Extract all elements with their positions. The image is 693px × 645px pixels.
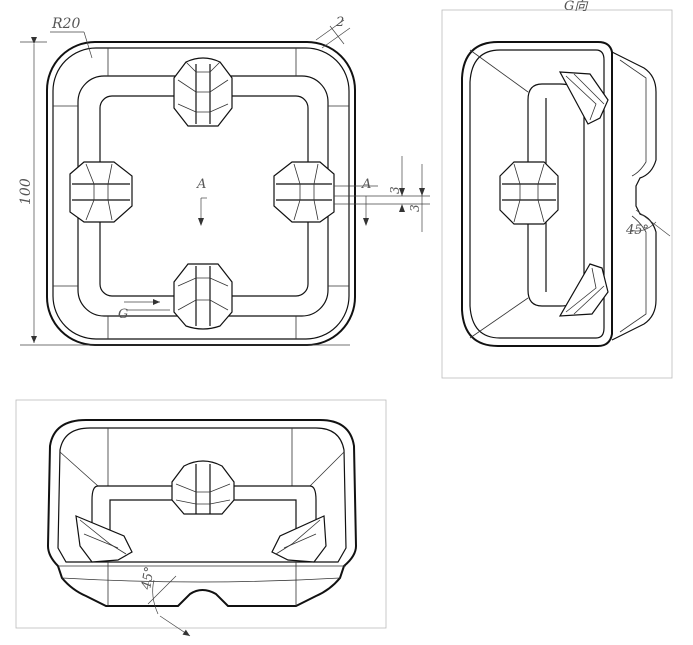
side-flange bbox=[611, 51, 657, 341]
front-body-outline bbox=[46, 419, 358, 607]
side-center-boss bbox=[499, 161, 559, 225]
side-view-frame bbox=[441, 9, 673, 379]
side-view: G向 bbox=[441, 0, 673, 379]
front-left-wing bbox=[75, 515, 133, 563]
side-view-title: G向 bbox=[564, 0, 588, 14]
radius-label: R20 bbox=[51, 16, 80, 32]
right-boss bbox=[273, 161, 335, 223]
height-label: 100 bbox=[18, 178, 34, 205]
view-arrow-label: G bbox=[118, 307, 128, 322]
left-boss bbox=[69, 161, 133, 223]
section-marker-right: A bbox=[361, 177, 371, 192]
dim-3-upper: 3 bbox=[388, 186, 402, 194]
bottom-boss bbox=[173, 263, 233, 330]
top-boss bbox=[173, 57, 233, 127]
rim-inner-edge bbox=[52, 47, 350, 340]
section-marker-center: A bbox=[196, 177, 206, 192]
side-lower-wing bbox=[558, 263, 609, 317]
front-angle-label: 45° bbox=[139, 565, 158, 591]
wall-thickness-label: 2 bbox=[335, 15, 344, 30]
front-right-wing bbox=[271, 515, 327, 563]
front-center-boss bbox=[171, 460, 235, 515]
front-view: 45° bbox=[15, 399, 387, 637]
front-view-frame bbox=[15, 399, 387, 629]
side-upper-wing bbox=[558, 71, 609, 125]
dim-3-lower: 3 bbox=[408, 204, 422, 212]
top-view: R20 2 100 A A 3 3 G bbox=[18, 15, 430, 346]
side-angle-label: 45° bbox=[625, 223, 649, 238]
side-body-outline bbox=[461, 41, 613, 347]
